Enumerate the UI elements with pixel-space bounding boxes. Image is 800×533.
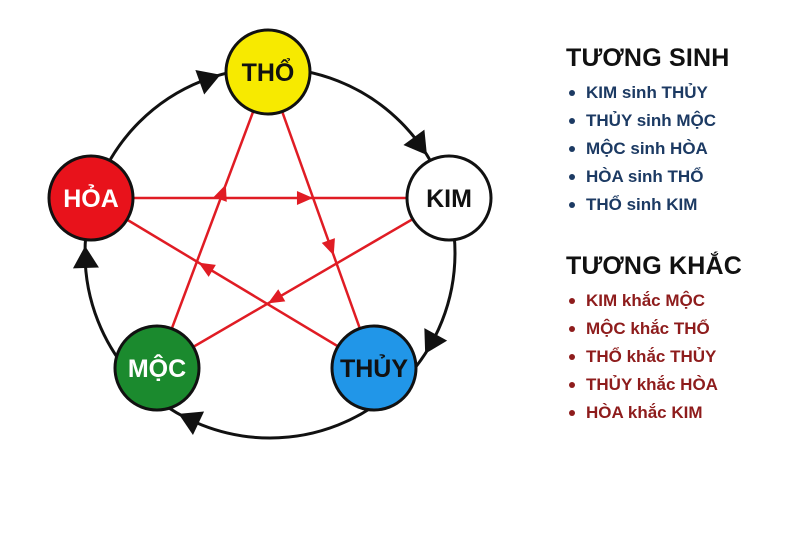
element-label-tho: THỔ [242, 57, 295, 87]
cycle-arrow-hoa-to-tho [195, 69, 221, 95]
five-elements-diagram: THỔ KIM THỦY MỘC HỎA [47, 28, 493, 440]
tuong-sinh-item: KIM sinh THỦY [560, 79, 795, 107]
tuong-sinh-item: HÒA sinh THỔ [560, 163, 795, 191]
element-label-hoa: HỎA [63, 183, 119, 213]
tuong-khac-panel: TƯƠNG KHẮC KIM khắc MỘC MỘC khắc THỔ THỔ… [560, 252, 795, 427]
cycle-arrow-kim-to-thuy [424, 328, 448, 354]
tuong-khac-item: KIM khắc MỘC [560, 287, 795, 315]
tuong-sinh-title: TƯƠNG SINH [566, 44, 730, 72]
tuong-khac-item: MỘC khắc THỔ [560, 315, 795, 343]
tuong-sinh-item: THỦY sinh MỘC [560, 107, 795, 135]
element-node-moc: MỘC [113, 324, 201, 412]
element-circle-moc [113, 324, 201, 412]
control-line-thuy-hoa [90, 196, 375, 370]
cycle-arrow-moc-to-hoa [72, 245, 99, 269]
control-arrow-thuy-hoa [198, 262, 216, 277]
element-circle-kim [405, 154, 493, 242]
tuong-khac-item: HÒA khắc KIM [560, 399, 795, 427]
element-circle-tho [224, 28, 312, 116]
tuong-khac-list: KIM khắc MỘC MỘC khắc THỔ THỔ khắc THỦY … [560, 287, 795, 427]
tuong-sinh-item: THỔ sinh KIM [560, 191, 795, 219]
tuong-sinh-panel: TƯƠNG SINH KIM sinh THỦY THỦY sinh MỘC M… [560, 44, 795, 219]
tuong-khac-item: THỔ khắc THỦY [560, 343, 795, 371]
element-node-thuy: THỦY [330, 324, 418, 412]
tuong-sinh-list: KIM sinh THỦY THỦY sinh MỘC MỘC sinh HÒA… [560, 79, 795, 219]
element-circle-thuy [330, 324, 418, 412]
element-node-tho: THỔ [224, 28, 312, 116]
control-line-kim-moc [156, 196, 450, 370]
cycle-arrow-thuy-to-moc [178, 411, 205, 436]
tuong-khac-item: THỦY khắc HÒA [560, 371, 795, 399]
element-circle-hoa [47, 154, 135, 242]
tuong-khac-title: TƯƠNG KHẮC [566, 252, 742, 280]
element-label-kim: KIM [426, 185, 472, 213]
control-arrow-kim-moc [267, 289, 286, 304]
control-line-moc-tho [155, 71, 270, 369]
control-arrow-moc-tho [213, 184, 227, 202]
control-arrow-tho-thuy [321, 238, 335, 256]
cycle-arrow-tho-to-kim [403, 129, 427, 156]
element-node-kim: KIM [405, 154, 493, 242]
control-line-tho-thuy [266, 71, 376, 369]
element-label-moc: MỘC [128, 353, 186, 383]
tuong-sinh-item: MỘC sinh HÒA [560, 135, 795, 163]
element-label-thuy: THỦY [340, 353, 408, 383]
element-node-hoa: HỎA [47, 154, 135, 242]
control-arrow-hoa-kim [296, 191, 313, 205]
